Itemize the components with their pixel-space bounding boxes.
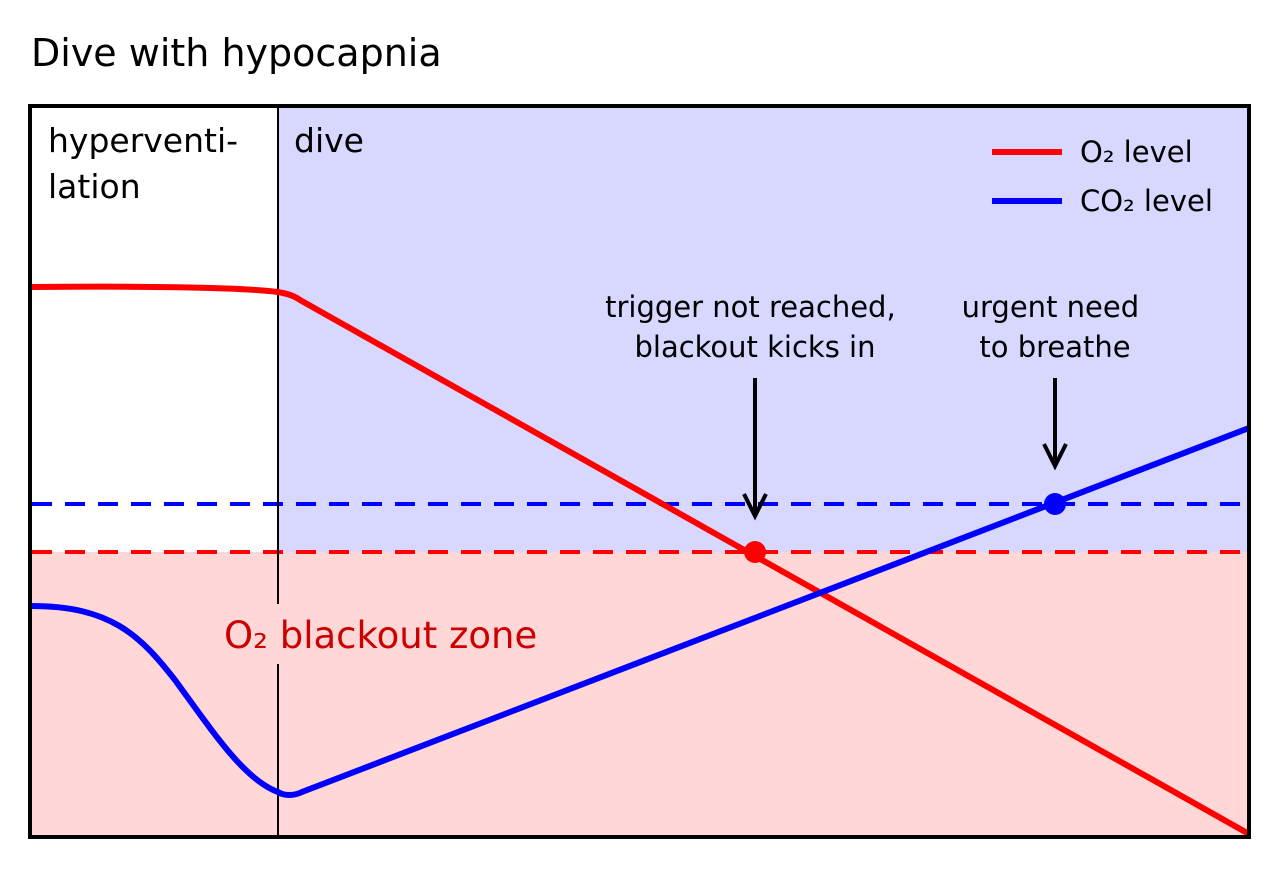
legend: O₂ level CO₂ level xyxy=(992,135,1213,218)
co2-trigger-marker xyxy=(1044,493,1066,515)
o2-blackout-marker xyxy=(744,541,766,563)
page-title: Dive with hypocapnia xyxy=(31,31,442,75)
co2-trigger-annotation: urgent need to breathe xyxy=(962,290,1149,364)
o2-level-curve xyxy=(31,283,1251,837)
o2-annotation-arrow-head xyxy=(742,493,768,521)
o2-trigger-annotation: trigger not reached, blackout kicks in xyxy=(605,290,905,364)
blackout-zone-label: O₂ blackout zone xyxy=(224,614,537,657)
dive-label: dive xyxy=(294,121,364,160)
legend-co2-label: CO₂ level xyxy=(1080,184,1213,218)
hyperventilation-background xyxy=(30,106,278,552)
blackout-zone-background xyxy=(30,552,1249,837)
diagram-frame xyxy=(28,104,1251,839)
co2-level-curve xyxy=(31,425,1251,798)
hyperventilation-label: hyperventi- lation xyxy=(48,121,249,206)
legend-o2-label: O₂ level xyxy=(1080,135,1193,169)
dive-background xyxy=(278,106,1249,552)
co2-annotation-arrow-head xyxy=(1042,443,1068,471)
